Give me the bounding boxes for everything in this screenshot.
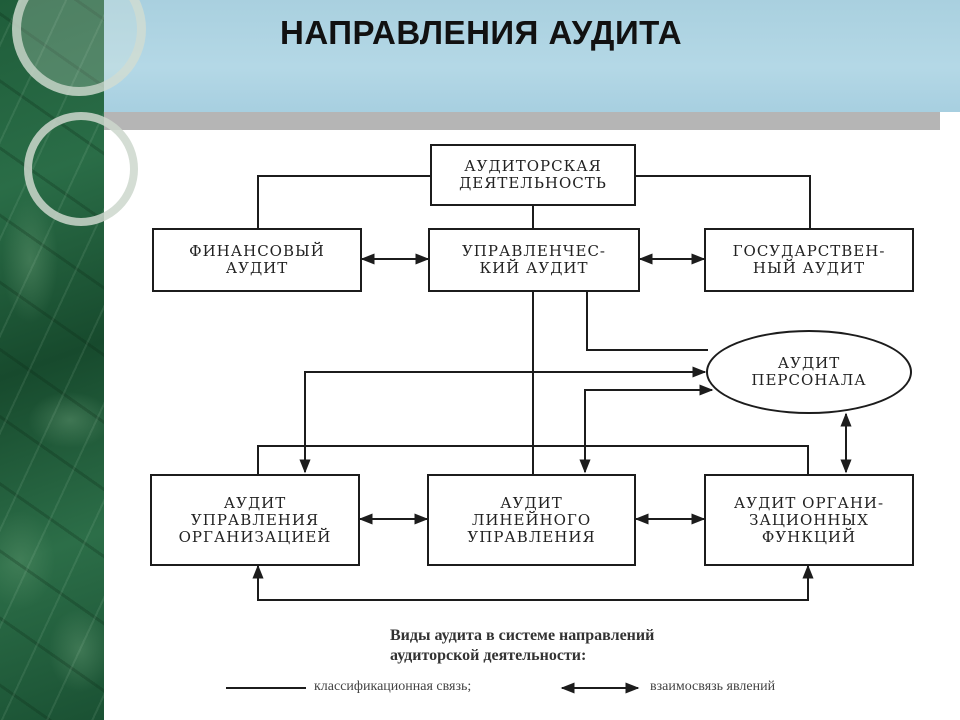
node-auditorskaya-deyatelnost: АУДИТОРСКАЯ ДЕЯТЕЛЬНОСТЬ [430, 144, 636, 206]
legend-interrelation-label: взаимосвязь явлений [650, 679, 776, 694]
legend-classification-label: классификационная связь; [314, 679, 472, 694]
node-org-functions-audit: АУДИТ ОРГАНИ- ЗАЦИОННЫХ ФУНКЦИЙ [704, 474, 914, 566]
title-banner [104, 0, 960, 112]
arrow-bottom-loop [252, 564, 814, 601]
page-title: НАПРАВЛЕНИЯ АУДИТА [280, 14, 683, 51]
decorative-ring-middle [24, 112, 138, 226]
link-management-to-personnel [586, 292, 708, 351]
node-org-management-audit: АУДИТ УПРАВЛЕНИЯ ОРГАНИЗАЦИЕЙ [150, 474, 360, 566]
link-trunk-bottom [257, 445, 809, 474]
node-state-audit: ГОСУДАРСТВЕН- НЫЙ АУДИТ [704, 228, 914, 292]
diagram-caption: Виды аудита в системе направлений аудито… [390, 627, 655, 664]
link-top-to-state [636, 175, 811, 228]
node-line-management-audit: АУДИТ ЛИНЕЙНОГО УПРАВЛЕНИЯ [427, 474, 636, 566]
arrow-to-personnel-and-org-mgmt [299, 366, 707, 474]
node-management-audit: УПРАВЛЕНЧЕС- КИЙ АУДИТ [428, 228, 640, 292]
link-top-to-financial [257, 175, 430, 228]
arrow-personnel-line-mgmt [579, 384, 714, 474]
node-personnel-audit: АУДИТ ПЕРСОНАЛА [706, 330, 912, 414]
node-financial-audit: ФИНАНСОВЫЙ АУДИТ [152, 228, 362, 292]
banner-shadow-bar [104, 112, 940, 130]
